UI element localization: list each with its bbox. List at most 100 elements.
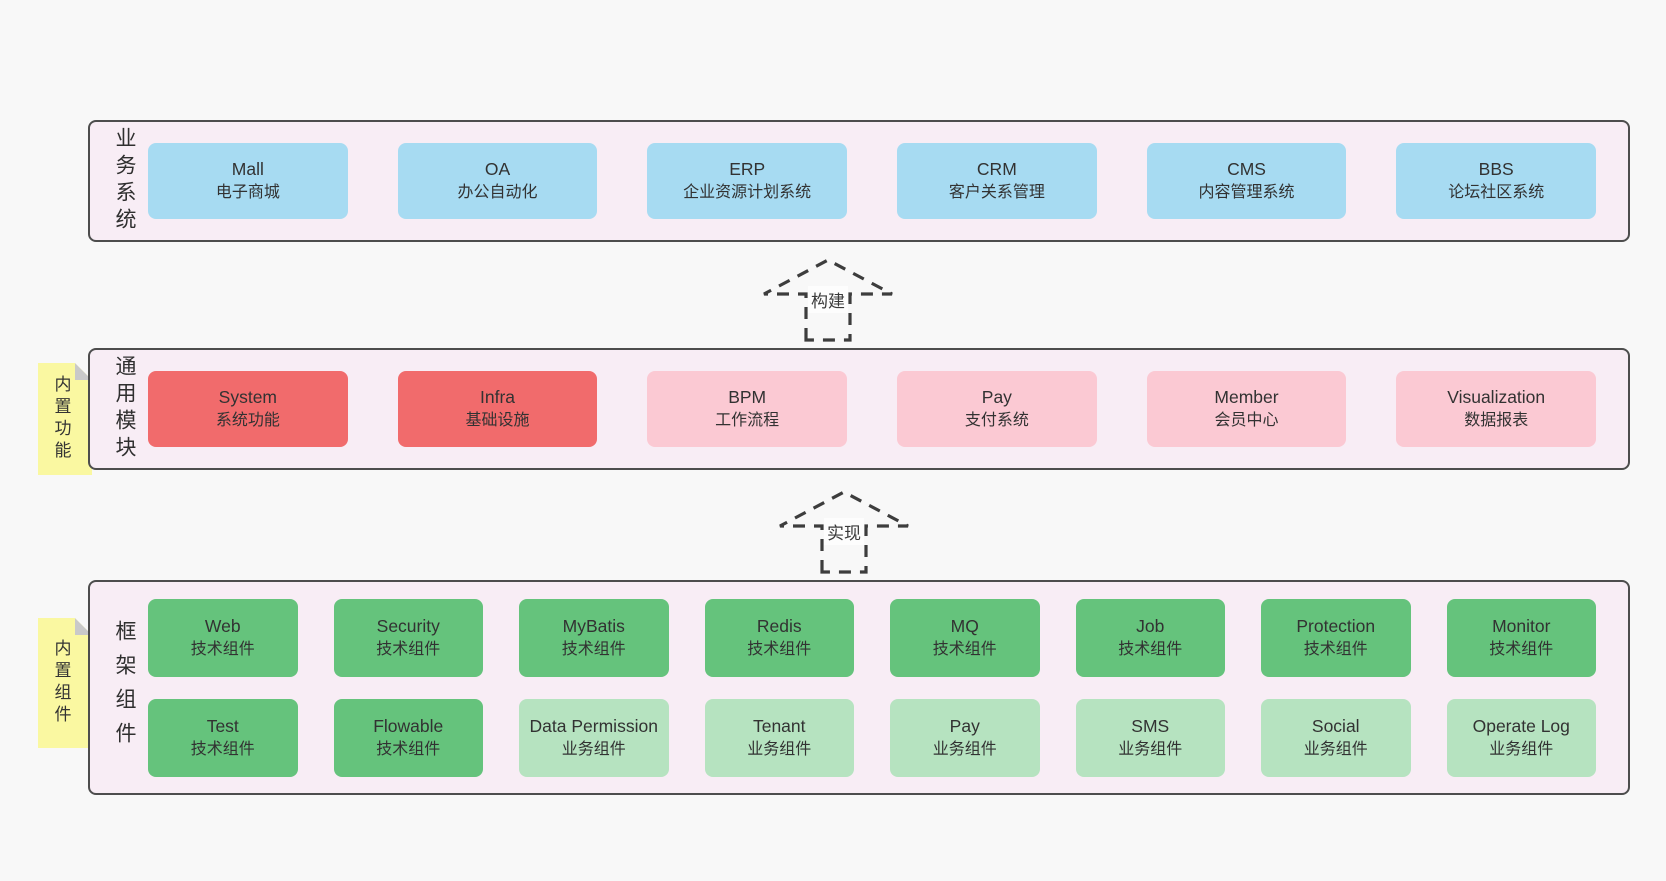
box-name: CRM	[976, 159, 1017, 179]
box-desc: 技术组件	[561, 640, 626, 658]
job-box: Job 技术组件	[1075, 598, 1225, 677]
box-desc: 技术组件	[747, 640, 812, 658]
box-desc: 技术组件	[190, 640, 255, 658]
box-name: Redis	[756, 615, 802, 636]
arrow-up-icon	[763, 258, 893, 342]
builtin-features-note: 内置功能	[38, 363, 92, 475]
box-desc: 技术组件	[376, 640, 441, 658]
mall-box: Mall 电子商城	[148, 143, 348, 219]
implement-arrow-label: 实现	[824, 518, 864, 545]
box-desc: 业务组件	[1489, 740, 1554, 758]
box-name: Tenant	[752, 715, 806, 736]
arrow-up-icon	[779, 490, 909, 574]
mybatis-box: MyBatis 技术组件	[519, 598, 669, 677]
box-name: Visualization	[1447, 387, 1546, 407]
box-desc: 业务组件	[932, 740, 997, 758]
build-arrow: 构建	[760, 256, 896, 342]
box-name: Security	[376, 615, 440, 636]
modules-layer-label: 通用模块	[113, 355, 136, 463]
data-permission-box: Data Permission 业务组件	[519, 698, 669, 777]
box-name: Web	[204, 615, 241, 636]
box-name: Pay	[949, 715, 980, 736]
erp-box: ERP 企业资源计划系统	[647, 143, 848, 219]
box-desc: 办公自动化	[457, 184, 538, 201]
business-box-row: Mall 电子商城 OA 办公自动化 ERP 企业资源计划系统 CRM 客户关系…	[148, 143, 1597, 219]
box-name: Protection	[1296, 615, 1376, 636]
box-desc: 系统功能	[215, 412, 280, 429]
box-desc: 内容管理系统	[1198, 184, 1295, 201]
modules-layer-panel: 通用模块 System 系统功能 Infra 基础设施 BPM 工作流程 Pay…	[88, 348, 1630, 470]
box-desc: 技术组件	[1303, 640, 1368, 658]
box-desc: 技术组件	[932, 640, 997, 658]
box-name: ERP	[729, 159, 766, 179]
box-name: System	[218, 387, 278, 407]
framework-box-grid: Web 技术组件 Security 技术组件 MyBatis 技术组件 Redi…	[148, 598, 1596, 777]
build-arrow-label: 构建	[808, 286, 848, 313]
box-desc: 业务组件	[747, 740, 812, 758]
bbs-box: BBS 论坛社区系统	[1396, 143, 1597, 219]
box-desc: 会员中心	[1214, 412, 1279, 429]
visualization-box: Visualization 数据报表	[1396, 371, 1597, 447]
system-box: System 系统功能	[148, 371, 348, 447]
box-name: SMS	[1131, 715, 1170, 736]
box-name: Social	[1311, 715, 1360, 736]
box-desc: 技术组件	[1118, 640, 1183, 658]
box-name: Flowable	[373, 715, 444, 736]
framework-layer-panel: 框架组件 Web 技术组件 Security 技术组件 MyBatis 技术组件…	[88, 580, 1630, 795]
modules-box-row: System 系统功能 Infra 基础设施 BPM 工作流程 Pay 支付系统…	[148, 371, 1597, 447]
security-box: Security 技术组件	[333, 598, 483, 677]
box-desc: 工作流程	[715, 412, 780, 429]
box-name: Monitor	[1492, 615, 1551, 636]
box-desc: 业务组件	[561, 740, 626, 758]
box-desc: 业务组件	[1303, 740, 1368, 758]
member-box: Member 会员中心	[1146, 371, 1347, 447]
box-name: CMS	[1227, 159, 1266, 179]
operate-log-box: Operate Log 业务组件	[1446, 698, 1596, 777]
box-name: MyBatis	[562, 615, 625, 636]
box-name: Mall	[231, 159, 264, 179]
box-desc: 企业资源计划系统	[683, 184, 812, 201]
cms-box: CMS 内容管理系统	[1146, 143, 1347, 219]
box-desc: 论坛社区系统	[1448, 184, 1545, 201]
builtin-components-note: 内置组件	[38, 618, 92, 748]
business-layer-label: 业务系统	[113, 127, 136, 235]
box-name: MQ	[950, 615, 979, 636]
crm-box: CRM 客户关系管理	[897, 143, 1097, 219]
box-name: Operate Log	[1472, 715, 1570, 736]
box-name: Member	[1214, 387, 1279, 407]
box-desc: 客户关系管理	[948, 184, 1045, 201]
tenant-box: Tenant 业务组件	[704, 698, 854, 777]
bpm-box: BPM 工作流程	[647, 371, 848, 447]
box-name: BBS	[1478, 159, 1514, 179]
infra-box: Infra 基础设施	[397, 371, 598, 447]
sms-box: SMS 业务组件	[1075, 698, 1225, 777]
implement-arrow: 实现	[776, 488, 912, 574]
pay-box: Pay 支付系统	[897, 371, 1097, 447]
pay-business-box: Pay 业务组件	[890, 698, 1040, 777]
box-name: BPM	[728, 387, 767, 407]
box-desc: 支付系统	[964, 412, 1029, 429]
mq-box: MQ 技术组件	[890, 598, 1040, 677]
framework-layer-label: 框架组件	[113, 619, 136, 756]
box-name: Data Permission	[529, 715, 658, 736]
monitor-box: Monitor 技术组件	[1446, 598, 1596, 677]
framework-box-row-1: Web 技术组件 Security 技术组件 MyBatis 技术组件 Redi…	[148, 598, 1596, 677]
business-layer-panel: 业务系统 Mall 电子商城 OA 办公自动化 ERP 企业资源计划系统 CRM…	[88, 120, 1630, 242]
framework-box-row-2: Test 技术组件 Flowable 技术组件 Data Permission …	[148, 698, 1596, 777]
box-desc: 基础设施	[465, 412, 530, 429]
box-name: OA	[484, 159, 511, 179]
box-name: Pay	[981, 387, 1012, 407]
protection-box: Protection 技术组件	[1261, 598, 1411, 677]
builtin-components-note-label: 内置组件	[51, 639, 71, 727]
box-desc: 数据报表	[1464, 412, 1529, 429]
box-desc: 技术组件	[190, 740, 255, 758]
box-desc: 技术组件	[376, 740, 441, 758]
box-desc: 电子商城	[215, 184, 280, 201]
box-desc: 技术组件	[1489, 640, 1554, 658]
builtin-features-note-label: 内置功能	[51, 375, 71, 463]
oa-box: OA 办公自动化	[397, 143, 598, 219]
test-box: Test 技术组件	[148, 698, 298, 777]
social-box: Social 业务组件	[1261, 698, 1411, 777]
box-name: Infra	[479, 387, 516, 407]
